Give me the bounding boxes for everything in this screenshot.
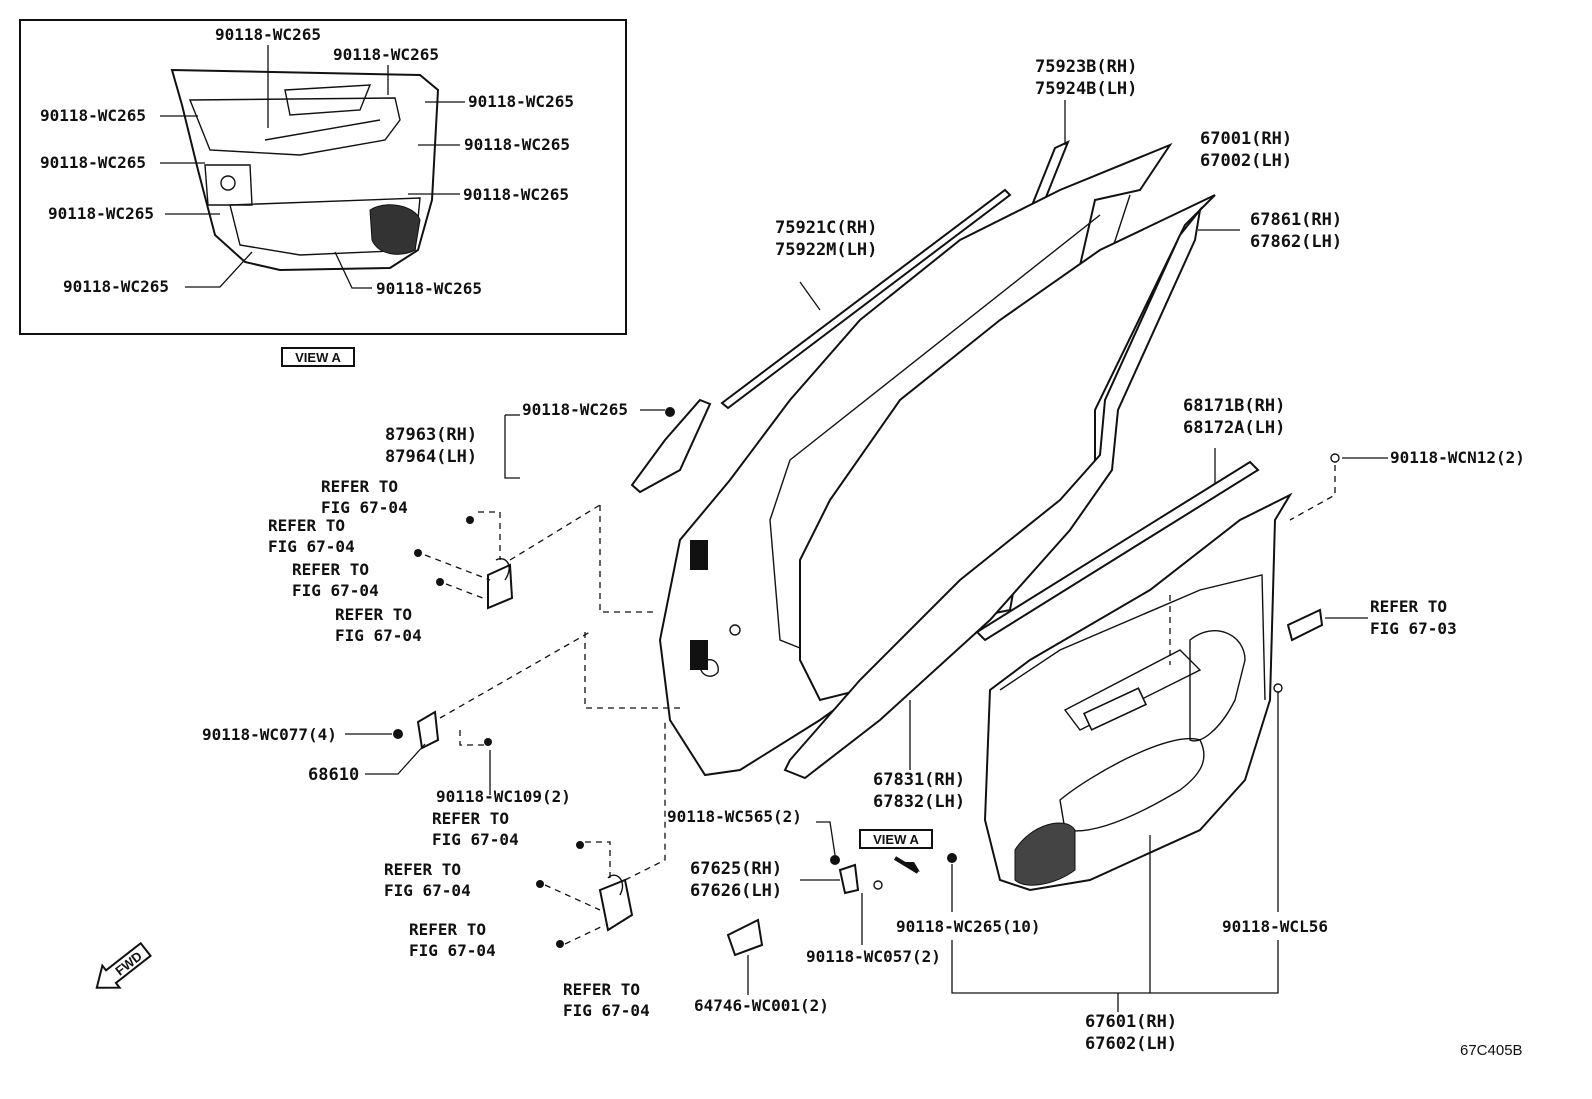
label-refer-3a: REFER TO bbox=[292, 560, 369, 579]
view-a-tag-main: VIEW A bbox=[859, 829, 933, 874]
part-67601-trim-board bbox=[983, 492, 1293, 892]
label-68172-lh: 68172A(LH) bbox=[1183, 418, 1285, 438]
label-75924-lh: 75924B(LH) bbox=[1035, 79, 1137, 99]
label-wc057: 90118-WC057(2) bbox=[806, 947, 941, 966]
label-67862-lh: 67862(LH) bbox=[1250, 232, 1342, 252]
inset-label-right-3: 90118-WC265 bbox=[463, 185, 569, 204]
inset-label-left-3: 90118-WC265 bbox=[48, 204, 154, 223]
part-67861-weatherstrip bbox=[783, 194, 1240, 780]
label-67832-lh: 67832(LH) bbox=[873, 792, 965, 812]
label-refer-7b: FIG 67-04 bbox=[409, 941, 496, 960]
label-67001-rh: 67001(RH) bbox=[1200, 129, 1292, 149]
label-wc265-10: 90118-WC265(10) bbox=[896, 917, 1041, 936]
label-64746: 64746-WC001(2) bbox=[694, 996, 829, 1015]
label-refer-3b: FIG 67-04 bbox=[292, 581, 379, 600]
label-67831-rh: 67831(RH) bbox=[873, 770, 965, 790]
label-wc265-corner: 90118-WC265 bbox=[522, 400, 628, 419]
label-refer-6703b: FIG 67-03 bbox=[1370, 619, 1457, 638]
part-64746-stopper bbox=[726, 918, 764, 995]
fwd-arrow-icon: FWD bbox=[95, 941, 152, 989]
inset-label-bottom-left: 90118-WC265 bbox=[63, 277, 169, 296]
inset-label-top-mid: 90118-WC265 bbox=[333, 45, 439, 64]
part-switch-cover bbox=[1286, 608, 1368, 642]
inset-label-left-1: 90118-WC265 bbox=[40, 106, 146, 125]
label-67602-lh: 67602(LH) bbox=[1085, 1034, 1177, 1054]
label-68171-rh: 68171B(RH) bbox=[1183, 396, 1285, 416]
inset-label-bottom-right: 90118-WC265 bbox=[376, 279, 482, 298]
label-wc109: 90118-WC109(2) bbox=[436, 787, 571, 806]
part-87963-corner-cover bbox=[630, 398, 712, 494]
figure-code: 67C405B bbox=[1460, 1042, 1523, 1059]
label-refer-6b: FIG 67-04 bbox=[384, 881, 471, 900]
label-67861-rh: 67861(RH) bbox=[1250, 210, 1342, 230]
screw-wcn12 bbox=[1330, 453, 1340, 463]
label-67626-lh: 67626(LH) bbox=[690, 881, 782, 901]
part-75921-moulding bbox=[720, 188, 1012, 410]
label-refer-2b: FIG 67-04 bbox=[268, 537, 355, 556]
part-upper-hinge bbox=[414, 504, 655, 613]
clip-wcl56 bbox=[1273, 683, 1283, 693]
label-refer-4b: FIG 67-04 bbox=[335, 626, 422, 645]
label-refer-8b: FIG 67-04 bbox=[563, 1001, 650, 1020]
label-67601-rh: 67601(RH) bbox=[1085, 1012, 1177, 1032]
part-67625-bracket bbox=[800, 821, 883, 945]
label-87964-lh: 87964(LH) bbox=[385, 447, 477, 467]
inset-label-right-1: 90118-WC265 bbox=[468, 92, 574, 111]
label-87963-rh: 87963(RH) bbox=[385, 425, 477, 445]
part-lower-hinge bbox=[536, 720, 666, 948]
label-75922-lh: 75922M(LH) bbox=[775, 240, 877, 260]
label-refer-1b: FIG 67-04 bbox=[321, 498, 408, 517]
view-a-tag-top: VIEW A bbox=[281, 347, 355, 367]
label-refer-1a: REFER TO bbox=[321, 477, 398, 496]
label-75923-rh: 75923B(RH) bbox=[1035, 57, 1137, 77]
inset-label-right-2: 90118-WC265 bbox=[464, 135, 570, 154]
label-68610: 68610 bbox=[308, 765, 359, 785]
label-67625-rh: 67625(RH) bbox=[690, 859, 782, 879]
label-refer-2a: REFER TO bbox=[268, 516, 345, 535]
clip-wc265-10 bbox=[947, 853, 957, 863]
label-wc077: 90118-WC077(4) bbox=[202, 725, 337, 744]
label-refer-5a: REFER TO bbox=[432, 809, 509, 828]
svg-text:VIEW A: VIEW A bbox=[873, 832, 919, 847]
inset-view-a: 90118-WC265 90118-WC265 90118-WC265 9011… bbox=[19, 19, 627, 335]
label-refer-6703a: REFER TO bbox=[1370, 597, 1447, 616]
label-refer-8a: REFER TO bbox=[563, 980, 640, 999]
label-67002-lh: 67002(LH) bbox=[1200, 151, 1292, 171]
label-refer-4a: REFER TO bbox=[335, 605, 412, 624]
part-68171-belt-moulding bbox=[975, 448, 1260, 642]
label-refer-6a: REFER TO bbox=[384, 860, 461, 879]
inset-label-top-left: 90118-WC265 bbox=[215, 25, 321, 44]
label-wc565: 90118-WC565(2) bbox=[667, 807, 802, 826]
label-wcn12: 90118-WCN12(2) bbox=[1390, 448, 1525, 467]
part-68610-check-arm bbox=[345, 631, 680, 795]
label-75921-rh: 75921C(RH) bbox=[775, 218, 877, 238]
inset-label-left-2: 90118-WC265 bbox=[40, 153, 146, 172]
svg-text:VIEW A: VIEW A bbox=[295, 350, 341, 365]
label-wcl56: 90118-WCL56 bbox=[1222, 917, 1328, 936]
label-refer-7a: REFER TO bbox=[409, 920, 486, 939]
label-refer-5b: FIG 67-04 bbox=[432, 830, 519, 849]
